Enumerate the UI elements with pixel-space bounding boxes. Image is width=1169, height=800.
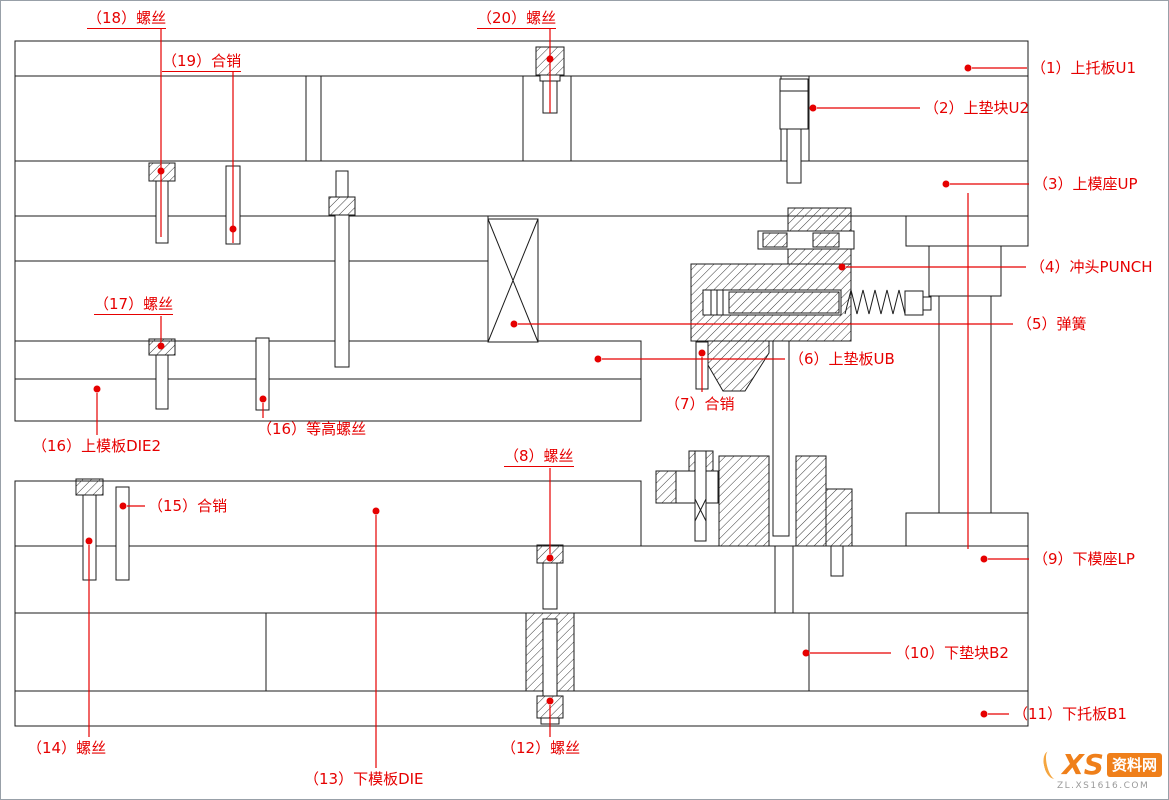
plate-stack [14, 40, 1029, 727]
ejector-pin [694, 450, 707, 542]
guide-post [938, 295, 992, 514]
annotation-layer [85, 29, 1029, 768]
stripper-backing-plate [14, 260, 489, 342]
guide-post-base [905, 512, 1029, 547]
guide-post-assembly [905, 215, 1029, 547]
die-side-block [825, 488, 853, 547]
die-insert-left [718, 455, 770, 547]
callout-label-5: （5）弹簧 [1017, 315, 1087, 333]
callout-label-9: （9）下模座LP [1033, 550, 1135, 568]
guide-bushing [928, 245, 1002, 297]
callout-label-17: （17）螺丝 [94, 295, 174, 315]
screw-17 [148, 338, 176, 410]
callout-dot [964, 64, 972, 72]
lower-die-base-lp [14, 545, 1029, 614]
callout-label-12: （12）螺丝 [501, 739, 581, 757]
stripper-wedge [700, 340, 770, 392]
upper-backing-plate-ub [14, 340, 642, 380]
upper-die-base-up [14, 160, 1029, 217]
lp-through-pin [774, 545, 794, 614]
callout-label-1: （1）上托板U1 [1031, 59, 1137, 77]
watermark-logo: XS [1062, 748, 1104, 781]
callout-label-6: （6）上垫板UB [789, 350, 895, 368]
guide-bushing-flange [905, 215, 1029, 247]
callout-label-3: （3）上模座UP [1033, 175, 1138, 193]
callout-label-20: （20）螺丝 [477, 9, 557, 29]
callout-label-4: （4）冲头PUNCH [1030, 258, 1153, 276]
callout-label-8: （8）螺丝 [504, 447, 574, 467]
callout-label-15: （15）合销 [148, 497, 228, 515]
die-insert-right [795, 455, 827, 547]
callout-label-7: （7）合销 [665, 395, 735, 413]
callout-label-14: （14）螺丝 [27, 739, 107, 757]
punch-tip [772, 340, 790, 537]
callout-label-16b: （16）等高螺丝 [257, 420, 367, 438]
punch-assembly [690, 207, 932, 537]
watermark-swoosh-icon [1041, 749, 1063, 781]
lower-spacer-block-b2 [14, 612, 267, 692]
upper-support-plate-u1 [14, 40, 1029, 77]
shoulder-screw-16 [328, 170, 356, 368]
screw-upper-right [779, 78, 809, 184]
fasteners [75, 46, 809, 725]
callout-label-10: （10）下垫块B2 [895, 644, 1009, 662]
callout-label-2: （2）上垫块U2 [924, 99, 1030, 117]
die-insert-assembly [655, 450, 853, 614]
callout-label-13: （13）下模板DIE [304, 770, 424, 788]
lower-die-plate-die [14, 480, 642, 547]
lower-support-plate-b1 [14, 690, 1029, 727]
screw-8 [536, 544, 564, 610]
horizontal-screw [702, 289, 842, 316]
upper-die-plate-die2 [14, 378, 642, 422]
watermark-brand: 资料网 [1106, 753, 1162, 777]
site-watermark: XS 资料网 ZL.XS1616.COM [1041, 748, 1162, 791]
callout-label-16a: （16）上模板DIE2 [32, 437, 162, 455]
screw-14 [75, 478, 104, 581]
watermark-url: ZL.XS1616.COM [1056, 781, 1150, 791]
dowel-pin-15 [115, 486, 130, 581]
punch-holder-plate [14, 215, 489, 262]
callout-label-19: （19）合销 [162, 52, 242, 72]
callout-label-11: （11）下托板B1 [1013, 705, 1127, 723]
callout-label-18: （18）螺丝 [87, 9, 167, 29]
spring-coil [844, 289, 932, 316]
